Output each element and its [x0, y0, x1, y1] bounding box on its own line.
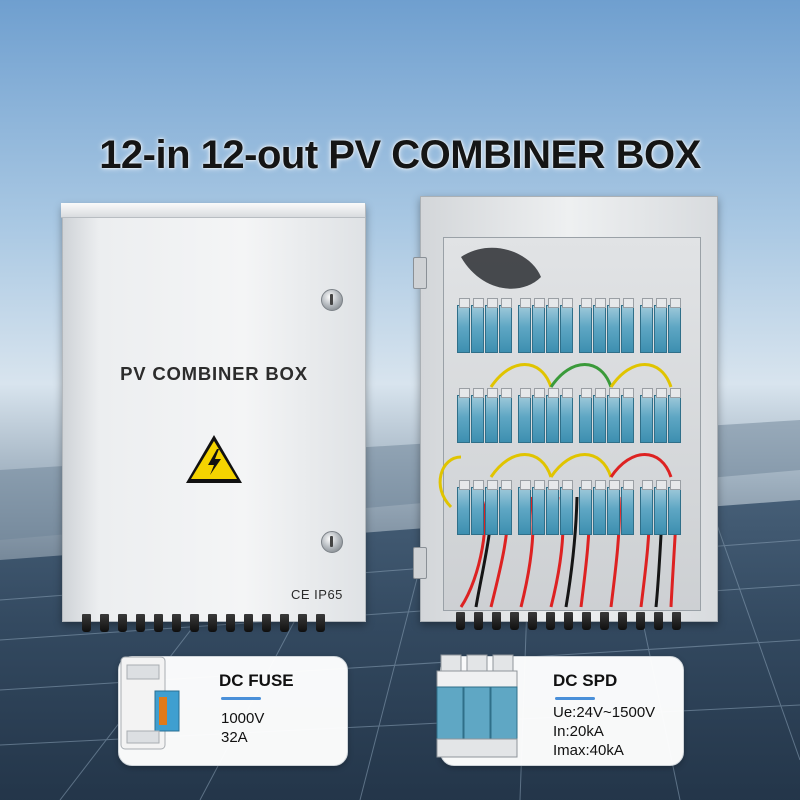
dc-fuse-current: 32A	[221, 729, 248, 746]
bottom-lock-icon	[321, 531, 343, 553]
cable-glands-left	[82, 614, 334, 634]
surge-protector-icon	[436, 654, 518, 758]
dc-spd-nominal-current: In:20kA	[553, 723, 604, 740]
cable-glands-right	[456, 612, 690, 632]
enclosure-label: PV COMBINER BOX	[120, 363, 308, 384]
dc-spd-title: DC SPD	[553, 671, 618, 690]
hinge	[413, 257, 427, 289]
fuse-holder-icon	[120, 656, 180, 750]
fuse-rail-top	[457, 298, 687, 353]
cable-bundle	[461, 247, 541, 289]
open-enclosure	[413, 196, 718, 622]
dc-spd-underline	[555, 697, 595, 700]
enclosure-lid-edge	[61, 203, 365, 218]
dc-fuse-card: DC FUSE 1000V 32A	[118, 656, 348, 766]
dc-spd-voltage: Ue:24V~1500V	[553, 704, 656, 721]
high-voltage-warning-icon	[186, 435, 242, 483]
certification-mark: CE IP65	[291, 587, 343, 602]
dc-fuse-title: DC FUSE	[219, 671, 294, 690]
headline: 12-in 12-out PV COMBINER BOX	[99, 133, 701, 177]
dc-spd-max-current: Imax:40kA	[553, 742, 624, 759]
top-lock-icon	[321, 289, 343, 311]
hinge	[413, 547, 427, 579]
dc-fuse-voltage: 1000V	[221, 710, 265, 727]
dc-fuse-underline	[221, 697, 261, 700]
fuse-rail-bottom	[457, 480, 687, 535]
closed-enclosure: PV COMBINER BOX CE IP65	[61, 203, 366, 622]
dc-spd-card: DC SPD Ue:24V~1500V In:20kA Imax:40kA	[436, 654, 684, 766]
fuse-rail-middle	[457, 388, 687, 443]
